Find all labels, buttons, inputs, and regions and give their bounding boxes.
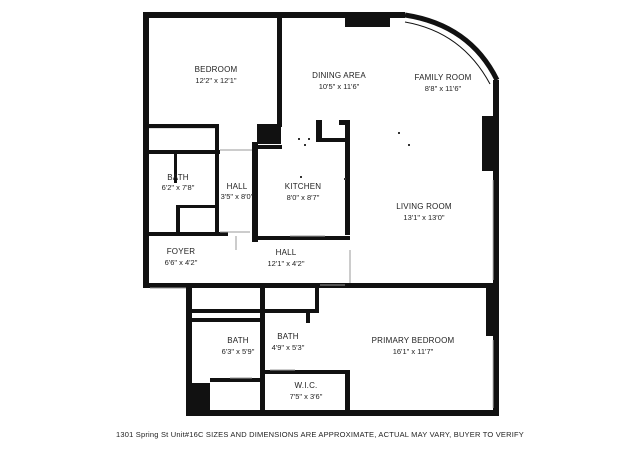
room-name-dining-area: DINING AREA	[312, 71, 366, 80]
room-dims-kitchen: 8'0" x 8'7"	[287, 193, 320, 202]
windows	[149, 127, 494, 408]
room-dims-bedroom: 12'2" x 12'1"	[195, 76, 236, 85]
plan-disclaimer: 1301 Spring St Unit#16C SIZES AND DIMENS…	[116, 430, 524, 439]
room-dims-primary-bedroom: 16'1" x 11'7"	[393, 347, 434, 356]
room-dims-hall-lower: 12'1" x 4'2"	[268, 259, 305, 268]
room-dims-dining-area: 10'5" x 11'6"	[319, 82, 360, 91]
room-name-bath-lower-mid: BATH	[277, 332, 299, 341]
exterior-walls	[143, 12, 500, 416]
room-name-living-room: LIVING ROOM	[396, 202, 452, 211]
room-name-family-room: FAMILY ROOM	[414, 73, 471, 82]
floor-plan: BEDROOM 12'2" x 12'1" DINING AREA 10'5" …	[143, 12, 500, 416]
room-name-foyer: FOYER	[167, 247, 196, 256]
room-labels: BEDROOM 12'2" x 12'1" DINING AREA 10'5" …	[162, 65, 472, 401]
room-name-wic: W.I.C.	[295, 381, 318, 390]
room-name-bedroom: BEDROOM	[195, 65, 238, 74]
room-dims-bath-upper: 6'2" x 7'8"	[162, 183, 195, 192]
doors	[150, 149, 351, 379]
room-name-bath-lower-left: BATH	[227, 336, 249, 345]
room-name-kitchen: KITCHEN	[285, 182, 322, 191]
room-name-primary-bedroom: PRIMARY BEDROOM	[372, 336, 455, 345]
room-name-bath-upper: BATH	[167, 173, 189, 182]
room-name-hall-upper: HALL	[227, 182, 248, 191]
room-dims-wic: 7'5" x 3'6"	[290, 392, 323, 401]
room-dims-foyer: 6'6" x 4'2"	[165, 258, 198, 267]
room-dims-living-room: 13'1" x 13'0"	[403, 213, 444, 222]
room-dims-family-room: 8'8" x 11'6"	[425, 84, 462, 93]
room-dims-bath-lower-left: 6'3" x 5'9"	[222, 347, 255, 356]
room-name-hall-lower: HALL	[276, 248, 297, 257]
room-dims-hall-upper: 3'5" x 8'0"	[221, 192, 254, 201]
view-markers	[298, 132, 410, 180]
room-dims-bath-lower-mid: 4'9" x 5'3"	[272, 343, 305, 352]
